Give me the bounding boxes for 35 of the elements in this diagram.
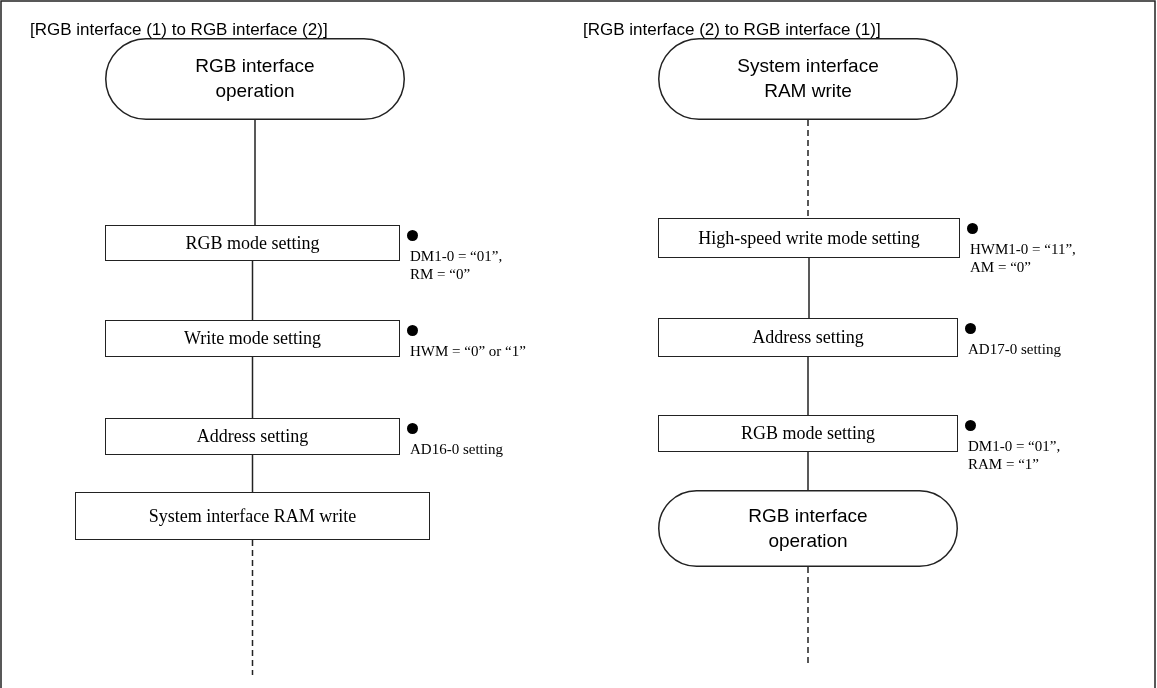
step-text: RGB mode setting [741,423,875,444]
section-heading: [RGB interface (2) to RGB interface (1)] [583,20,881,40]
setting-note: AD16-0 setting [410,440,504,458]
process-box [75,492,430,540]
setting-note: DM1-0 = “01”, RM = “0” [410,247,504,283]
step-text: Write mode setting [183,328,322,349]
process-box [658,218,960,258]
setting-note: DM1-0 = “01”, RAM = “1” [968,437,1062,473]
dashed-connector [251,539,254,676]
step-text: Address setting [752,327,864,348]
process-box [658,415,958,452]
connector [254,119,256,226]
step-text: Address setting [196,426,309,447]
setting-note: HWM1-0 = “11”, AM = “0” [970,240,1077,276]
process-box [105,418,400,455]
step-text: RGB interface operation [747,503,869,553]
step-text: RGB mode setting [185,232,320,254]
connector [808,257,810,319]
connector [251,260,254,321]
step-text: System interface RAM write [736,54,880,103]
process-box [658,318,958,357]
connector [251,356,254,419]
dashed-connector [807,566,809,666]
connector [251,454,254,493]
dashed-connector [807,119,809,219]
connector [807,356,809,416]
section-heading: [RGB interface (1) to RGB interface (2)] [30,20,328,40]
step-text: RGB interface operation [194,54,316,103]
process-box [105,225,400,261]
step-text: System interface RAM write [148,505,357,527]
setting-note: AD17-0 setting [968,340,1062,358]
process-box [105,320,400,357]
connector [807,451,809,491]
setting-note: HWM = “0” or “1” [410,342,527,360]
step-text: High-speed write mode setting [698,227,920,249]
